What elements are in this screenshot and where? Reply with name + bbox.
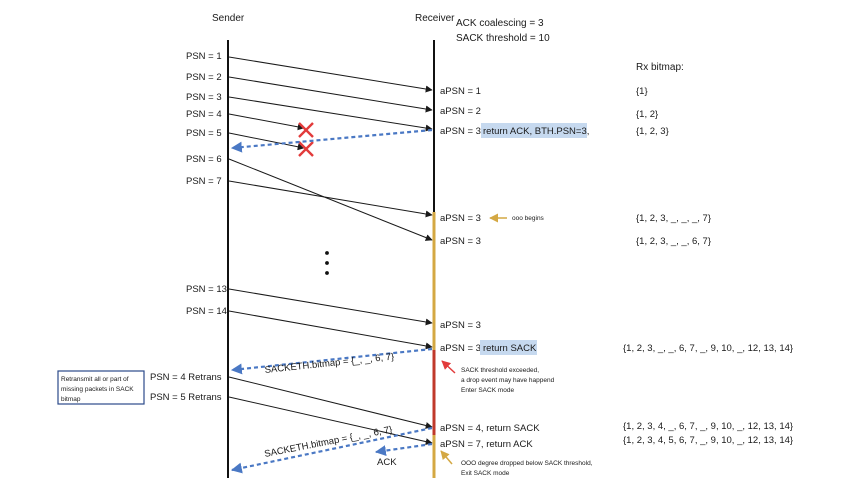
packet-arrow: [228, 158, 433, 241]
ack-label: ACK: [377, 457, 397, 468]
psn-label: PSN = 5: [186, 128, 222, 139]
psn-retrans-label: PSN = 5 Retrans: [150, 392, 222, 403]
rx-bitmap-title: Rx bitmap:: [636, 62, 684, 73]
rx-bitmap-value: {1, 2, 3, 4, _, 6, 7, _, 9, 10, _, 12, 1…: [623, 421, 793, 432]
packet-arrow: [228, 180, 433, 218]
return-sack-note: return SACK: [483, 343, 537, 354]
return-ack-note: return ACK, BTH.PSN=3,: [483, 126, 589, 137]
psn-retrans-label: PSN = 4 Retrans: [150, 372, 222, 383]
loss-x-icon: [298, 122, 314, 138]
lost-packet-arrow: [228, 113, 305, 131]
ack-return-arrow: [230, 128, 433, 153]
lost-packet-arrow: [228, 132, 305, 151]
sacketh-bitmap-label: SACKETH.bitmap = {_, _, 6, 7}: [264, 351, 395, 376]
packet-arrow: [228, 96, 433, 132]
retrans-packet-arrow: [228, 396, 433, 446]
psn-label: PSN = 7: [186, 176, 222, 187]
sender-labels: PSN = 1 PSN = 2 PSN = 3 PSN = 4 PSN = 5 …: [150, 51, 227, 403]
apsn-label: aPSN = 3: [440, 213, 481, 224]
packet-arrow: [228, 288, 433, 326]
packet-arrow: [228, 310, 433, 350]
retrans-packet-arrow: [228, 376, 433, 429]
loss-x-icon: [298, 141, 314, 157]
ooo-dropped-arrow: [440, 450, 453, 465]
rx-bitmap-value: {1, 2}: [636, 109, 658, 120]
psn-label: PSN = 6: [186, 154, 222, 165]
retransmit-note-line-2: missing packets in SACK: [61, 386, 134, 393]
ellipsis-icon: [325, 251, 329, 275]
retransmit-note-box: [57, 370, 145, 405]
sack-return-arrow: [230, 347, 433, 375]
ack-return-arrow: [374, 442, 433, 457]
psn-label: PSN = 1: [186, 51, 222, 62]
psn-label: PSN = 14: [186, 306, 227, 317]
apsn-label: aPSN = 1: [440, 86, 481, 97]
sack-exceeded-line-3: Enter SACK mode: [461, 387, 514, 394]
psn-label: PSN = 13: [186, 284, 227, 295]
return-sack-highlight: [480, 340, 537, 355]
psn-label: PSN = 3: [186, 92, 222, 103]
retransmit-note-line-3: bitmap: [61, 396, 81, 403]
rx-bitmap-value: {1, 2, 3}: [636, 126, 669, 137]
packet-arrow: [228, 56, 433, 93]
rx-bitmap-column: {1} {1, 2} {1, 2, 3} {1, 2, 3, _, _, _, …: [623, 86, 793, 446]
rx-bitmap-value: {1, 2, 3, 4, 5, 6, 7, _, 9, 10, _, 12, 1…: [623, 435, 793, 446]
apsn-label: aPSN = 3: [440, 236, 481, 247]
ooo-dropped-line-2: Exit SACK mode: [461, 470, 510, 477]
sender-header: Sender: [212, 13, 245, 24]
sack-exceeded-line-2: a drop event may have happend: [461, 377, 555, 384]
apsn-label: aPSN = 4, return SACK: [440, 423, 540, 434]
packet-arrows: [228, 56, 433, 446]
receiver-header: Receiver: [415, 13, 455, 24]
sack-exceeded-line-1: SACK threshold exceeded,: [461, 367, 539, 374]
ooo-dropped-line-1: OOO degree dropped below SACK threshold,: [461, 460, 593, 467]
packet-arrow: [228, 76, 433, 113]
rx-bitmap-value: {1}: [636, 86, 648, 97]
apsn-label: aPSN = 2: [440, 106, 481, 117]
rx-bitmap-value: {1, 2, 3, _, _, _, 7}: [636, 213, 711, 224]
sacketh-bitmap-label: SACKETH.bitmap = {_, _, 6, 7}: [263, 424, 393, 460]
psn-label: PSN = 4: [186, 109, 222, 120]
psn-label: PSN = 2: [186, 72, 222, 83]
apsn-label: aPSN = 3,: [440, 343, 484, 354]
return-ack-highlight: [481, 123, 587, 138]
retransmit-note-line-1: Retransmit all or part of: [61, 376, 129, 383]
apsn-label: aPSN = 7, return ACK: [440, 439, 533, 450]
apsn-label: aPSN = 3,: [440, 126, 484, 137]
ooo-begins-label: ooo begins: [512, 215, 545, 222]
rx-bitmap-value: {1, 2, 3, _, _, 6, 7}: [636, 236, 711, 247]
sack-exceeded-arrow: [441, 360, 456, 374]
rx-bitmap-value: {1, 2, 3, _, _, 6, 7, _, 9, 10, _, 12, 1…: [623, 343, 793, 354]
sack-threshold-label: SACK threshold = 10: [456, 33, 550, 44]
ack-coalescing-label: ACK coalescing = 3: [456, 18, 544, 29]
sack-return-arrow: [230, 426, 433, 474]
apsn-label: aPSN = 3: [440, 320, 481, 331]
